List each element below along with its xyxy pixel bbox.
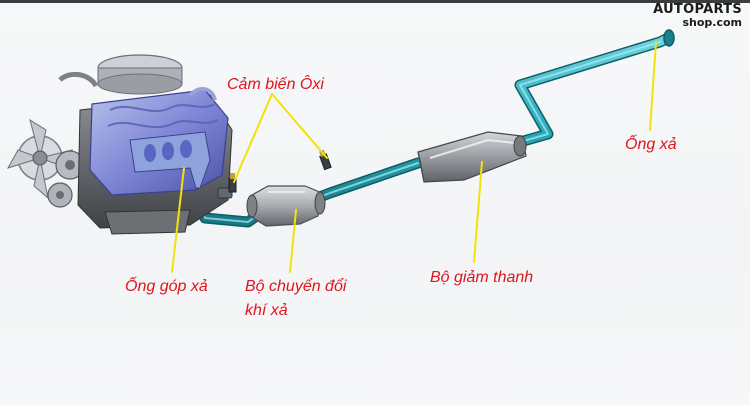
muffler (417, 131, 527, 183)
label-catalytic-converter-line1: Bộ chuyển đổi (245, 278, 347, 295)
brand-line2: shop.com (682, 16, 742, 29)
catalytic-converter (246, 185, 326, 227)
window-top-edge (0, 0, 750, 3)
brand-line1: AUTOPARTS (653, 2, 742, 17)
oxygen-sensor-downstream (319, 149, 332, 171)
brand-logo: AUTOPARTS shop.com (653, 3, 742, 29)
leader-tailpipe (649, 41, 657, 131)
label-tailpipe: Ống xả (625, 136, 677, 153)
engine (6, 54, 233, 235)
leader-oxygen-sensor-upstream (233, 93, 273, 183)
label-muffler: Bộ giảm thanh (430, 269, 534, 286)
leader-catalytic-converter (289, 209, 297, 273)
label-exhaust-manifold: Ống góp xả (125, 278, 208, 295)
label-oxygen-sensor: Cảm biến Ôxi (227, 76, 324, 93)
leader-lines (171, 41, 657, 273)
leader-oxygen-sensor-downstream (271, 93, 328, 159)
label-catalytic-converter-line2: khí xả (245, 302, 288, 319)
tailpipe-tip (663, 29, 675, 47)
leader-exhaust-manifold (171, 167, 185, 273)
oxygen-sensor-upstream (228, 173, 237, 193)
leader-muffler (473, 161, 483, 263)
